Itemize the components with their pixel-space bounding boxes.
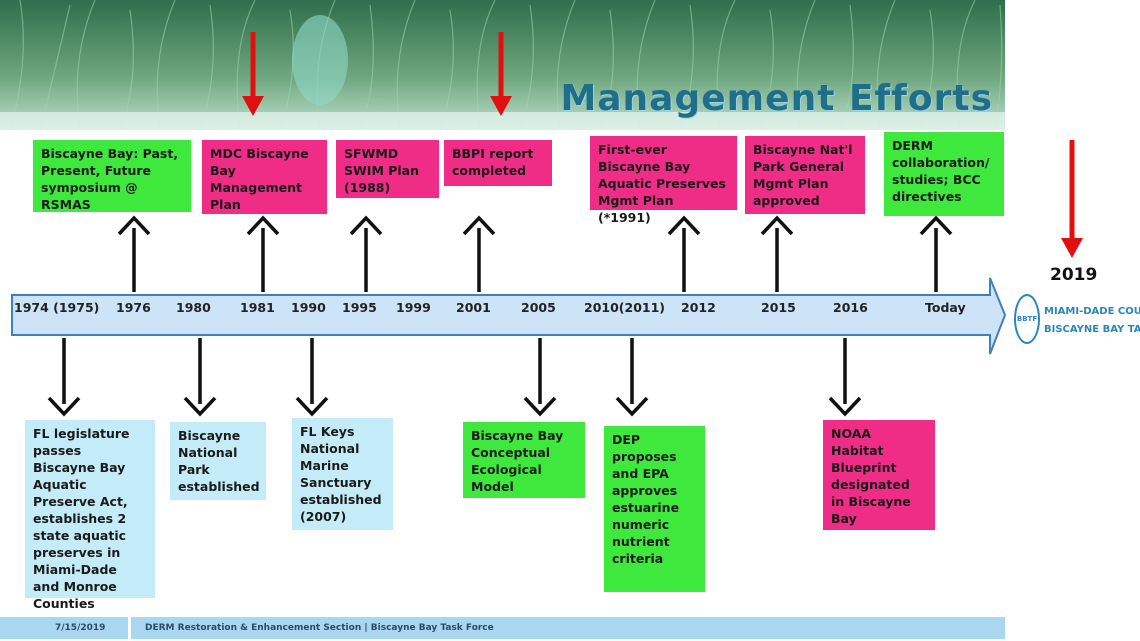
year-label: Today	[925, 300, 966, 315]
year-label: 2001	[456, 300, 491, 315]
up-arrow-3	[349, 215, 383, 292]
event-above-2: MDC Biscayne Bay Management Plan	[202, 140, 327, 214]
down-arrow-3	[295, 338, 329, 417]
marker-year-label: 2019	[1050, 265, 1098, 285]
year-label: 1999	[396, 300, 431, 315]
down-arrow-4	[523, 338, 557, 417]
year-label: 1980	[176, 300, 211, 315]
year-label: 2015	[761, 300, 796, 315]
event-below-2: Biscayne National Park established	[170, 422, 266, 500]
down-arrow-6	[828, 338, 862, 417]
event-below-3: FL Keys National Marine Sanctuary establ…	[292, 418, 393, 530]
footer-text: DERM Restoration & Enhancement Section |…	[145, 623, 494, 633]
event-below-1: FL legislature passes Biscayne Bay Aquat…	[25, 420, 155, 611]
event-above-4: BBPI report completed	[444, 140, 552, 186]
bbtf-logo: BBTF MIAMI-DADE COUNTY BISCAYNE BAY TASK…	[1012, 292, 1140, 350]
year-label: 1990	[291, 300, 326, 315]
year-label: 1974 (1975)	[14, 300, 100, 315]
year-label: 2005	[521, 300, 556, 315]
up-arrow-4	[462, 215, 496, 292]
year-label: 2012	[681, 300, 716, 315]
red-arrow-2001	[490, 32, 512, 116]
event-above-3: SFWMD SWIM Plan (1988)	[336, 140, 439, 198]
timeline-bar	[11, 277, 1007, 355]
down-arrow-2	[183, 338, 217, 417]
logo-badge: BBTF	[1014, 294, 1040, 344]
year-label: 2016	[833, 300, 868, 315]
down-arrow-5	[615, 338, 649, 417]
year-label: 1995	[342, 300, 377, 315]
event-below-5: DEP proposes and EPA approves estuarine …	[604, 426, 705, 592]
fish-shape	[292, 15, 348, 105]
down-arrow-1	[47, 338, 81, 417]
footer-bar: 7/15/2019 DERM Restoration & Enhancement…	[0, 617, 1005, 639]
up-arrow-6	[760, 215, 794, 292]
up-arrow-5	[667, 215, 701, 292]
year-label: 2010(2011)	[584, 300, 666, 315]
up-arrow-2	[246, 215, 280, 292]
event-above-7: DERM collaboration/ studies; BCC directi…	[884, 132, 1004, 216]
seagrass-background	[0, 0, 1005, 130]
event-above-6: Biscayne Nat'l Park General Mgmt Plan ap…	[745, 136, 865, 214]
page-title: Management Efforts	[560, 78, 993, 119]
event-below-4: Biscayne Bay Conceptual Ecological Model	[463, 422, 585, 498]
event-above-5: First-ever Biscayne Bay Aquatic Preserve…	[590, 136, 737, 225]
event-below-6: NOAA Habitat Blueprint designated in Bis…	[823, 420, 935, 530]
event-above-1: Biscayne Bay: Past, Present, Future symp…	[33, 140, 191, 212]
red-arrow-2019	[1061, 140, 1083, 258]
logo-line-1: MIAMI-DADE COUNTY	[1044, 306, 1140, 317]
logo-line-2: BISCAYNE BAY TASK FORCE	[1044, 324, 1140, 335]
footer-separator	[128, 617, 131, 639]
year-label: 1981	[240, 300, 275, 315]
up-arrow-1	[117, 215, 151, 292]
up-arrow-7	[919, 215, 953, 292]
footer-date: 7/15/2019	[55, 623, 106, 633]
red-arrow-1981	[242, 32, 264, 116]
year-label: 1976	[116, 300, 151, 315]
